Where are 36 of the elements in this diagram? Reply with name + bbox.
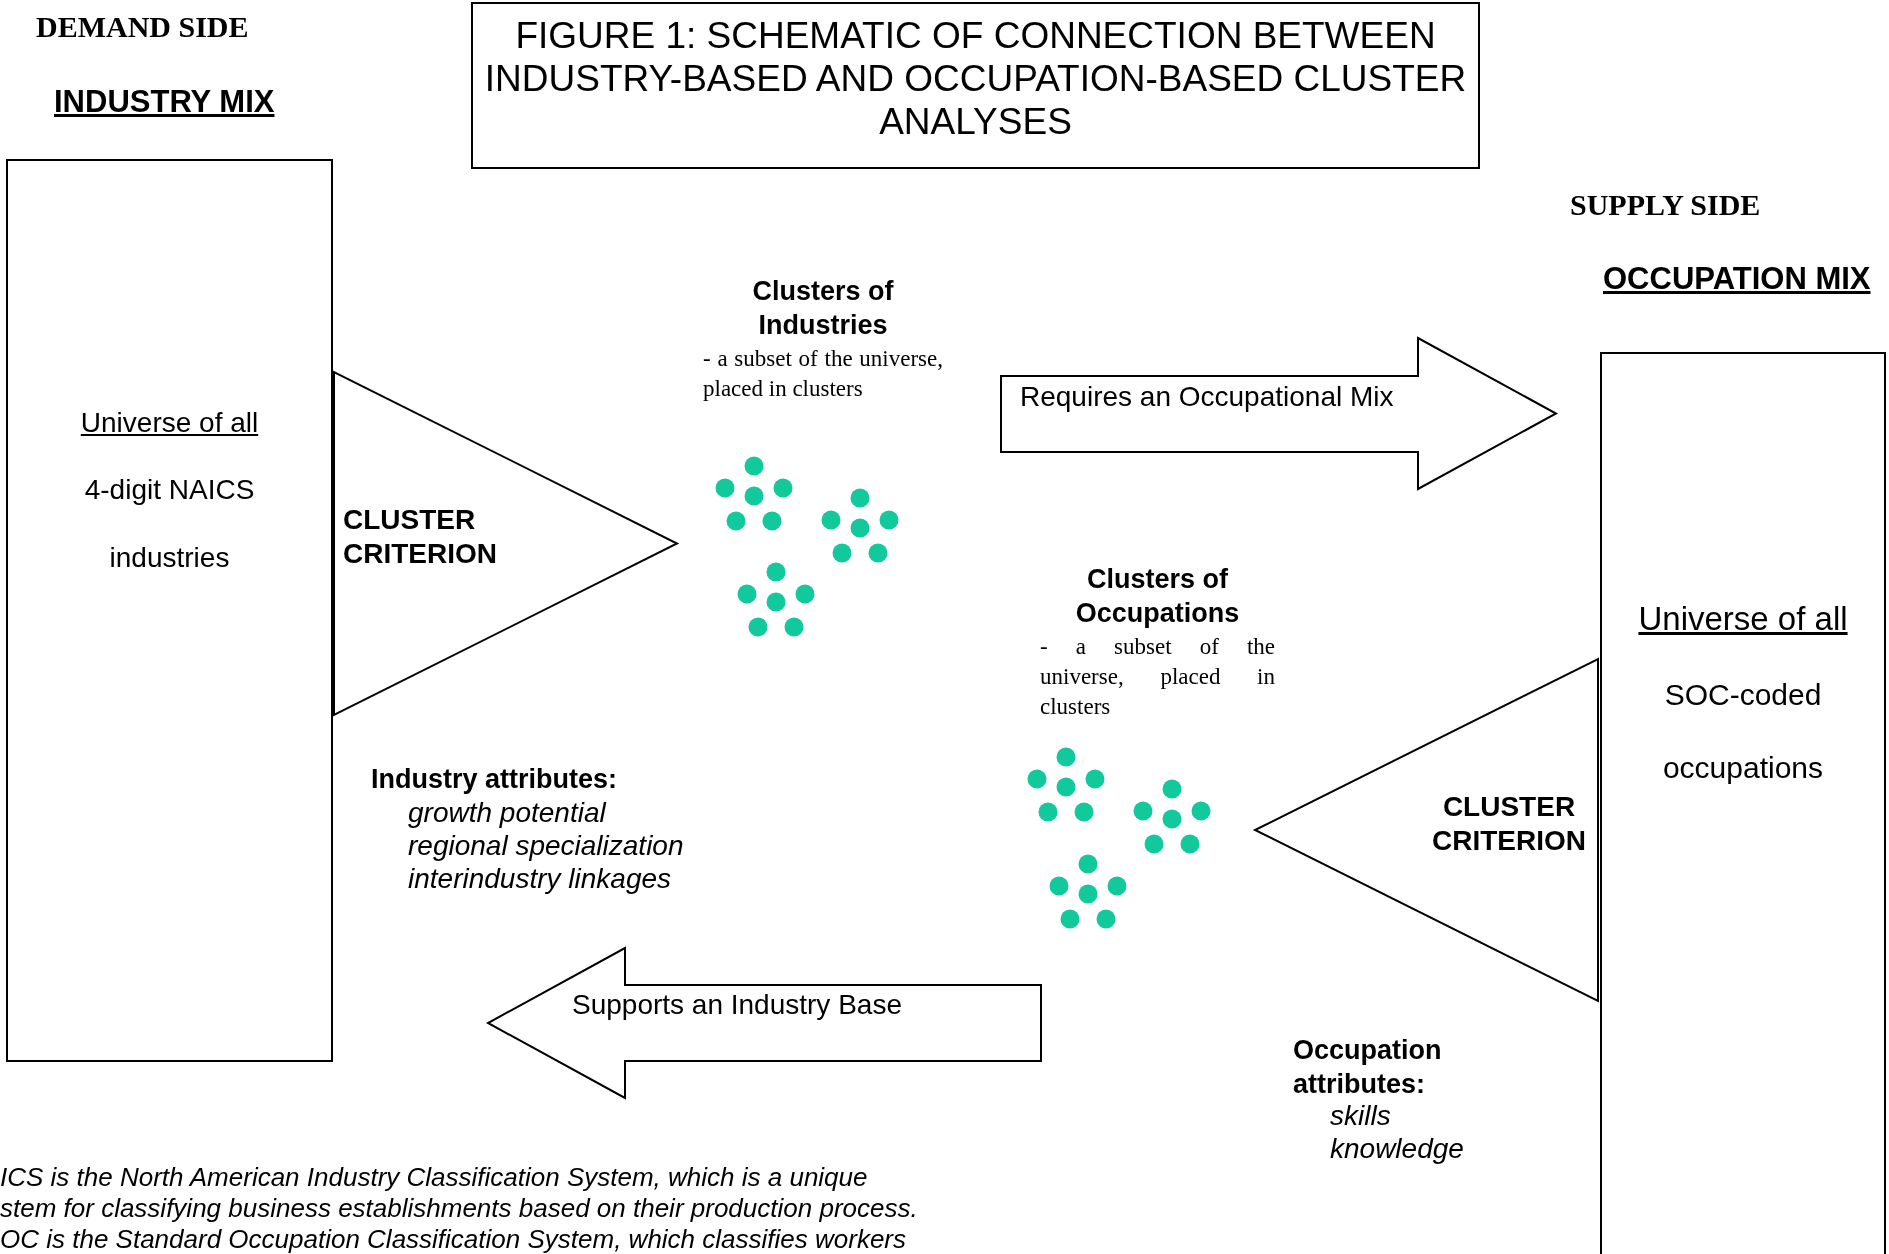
cluster-heading: Clusters of Occupations <box>1074 563 1241 630</box>
cluster-heading: Clusters of Industries <box>751 275 895 342</box>
box-text: industries <box>108 542 231 574</box>
box-heading: Universe of all <box>79 407 260 439</box>
attribute-item: regional specialization <box>408 830 684 862</box>
title-text: FIGURE 1: SCHEMATIC OF CONNECTION BETWEEN INDUSTRY-BASED AND OCCUPATION-BASED CLUSTER ANALYSES <box>483 14 1468 143</box>
side-heading: SUPPLY SIDE <box>1570 188 1761 222</box>
arrow-label: Requires an Occupational Mix <box>1020 381 1394 413</box>
attribute-item: interindustry linkages <box>408 863 672 895</box>
cluster-description-text: - a subset of the universe, placed in clusters <box>703 345 943 403</box>
arrow-label: Supports an Industry Base <box>572 989 902 1021</box>
footnote-text: ICS is the North American Industry Classification System, which is a unique <box>0 1162 868 1193</box>
cluster-description-text: - a subset of the universe, placed in clusters <box>1040 633 1275 721</box>
section-heading: OCCUPATION MIX <box>1603 261 1871 297</box>
title-box <box>471 2 1480 169</box>
section-heading: INDUSTRY MIX <box>54 84 275 120</box>
box-text: 4-digit NAICS <box>83 474 256 506</box>
occupation-mix-box <box>1600 352 1886 1254</box>
footnote-text: OC is the Standard Occupation Classification System, which classifies workers <box>0 1224 906 1254</box>
attributes-heading: Occupation attributes: <box>1293 1034 1443 1101</box>
block-arrow <box>487 947 1042 1099</box>
triangle-label: CLUSTER CRITERION <box>1431 790 1587 858</box>
box-text: occupations <box>1661 751 1825 785</box>
triangle-label: CLUSTER CRITERION <box>343 503 498 571</box>
attribute-item: knowledge <box>1330 1133 1464 1165</box>
criterion-triangle <box>1254 658 1599 1002</box>
attribute-item: skills <box>1330 1100 1391 1132</box>
box-heading: Universe of all <box>1637 600 1849 638</box>
block-arrow <box>1000 337 1557 490</box>
attributes-heading: Industry attributes: <box>371 764 618 795</box>
criterion-triangle <box>333 371 678 716</box>
attribute-item: growth potential <box>408 797 606 829</box>
box-text: SOC-coded <box>1663 678 1823 712</box>
industry-mix-box <box>6 159 333 1062</box>
footnote-text: stem for classifying business establishments based on their production process. <box>0 1193 918 1224</box>
side-heading: DEMAND SIDE <box>36 10 249 44</box>
